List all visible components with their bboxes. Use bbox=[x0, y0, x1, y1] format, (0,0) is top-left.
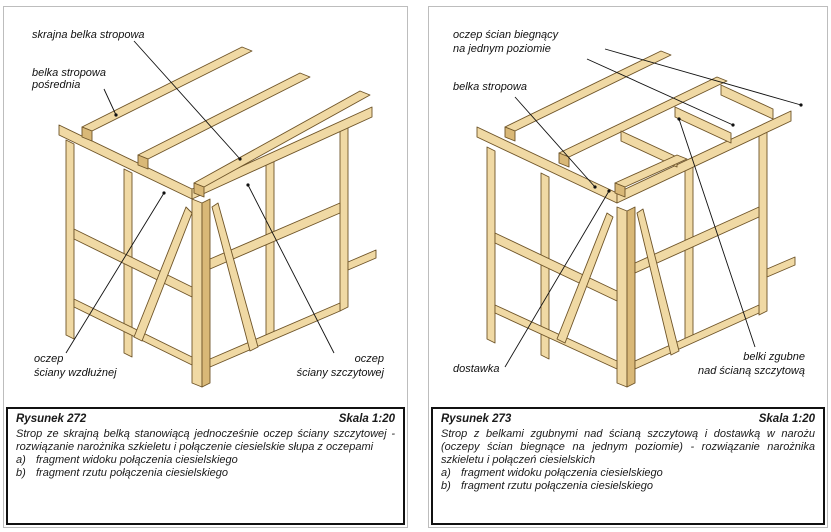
sill bbox=[634, 304, 760, 370]
brace bbox=[636, 208, 680, 356]
long-wall-frame bbox=[486, 146, 636, 388]
label-mid-beam-line-2: pośrednia bbox=[32, 79, 81, 91]
post bbox=[486, 146, 496, 344]
post bbox=[265, 152, 275, 342]
list-marker: a) bbox=[16, 454, 26, 466]
figure-scale: Skala 1:20 bbox=[758, 413, 815, 425]
sill bbox=[73, 298, 193, 366]
list-text: fragment widoku połączenia ciesielskiego bbox=[36, 454, 238, 466]
corner-post-side bbox=[626, 206, 636, 388]
post bbox=[684, 158, 694, 346]
gable-wall-frame bbox=[634, 126, 796, 370]
list-item: a) fragment widoku połączenia ciesielskie… bbox=[16, 454, 395, 467]
post bbox=[65, 139, 75, 340]
figure-number: Rysunek 272 bbox=[16, 413, 87, 425]
brace bbox=[211, 202, 259, 352]
figure-parts-list: a) fragment widoku połączenia ciesielskie… bbox=[441, 467, 815, 493]
figure-description: Strop ze skrajną belką stanowiącą jednoc… bbox=[16, 428, 395, 453]
leader-lines bbox=[504, 48, 803, 368]
gable-wall-plate bbox=[616, 110, 792, 204]
rail bbox=[766, 256, 796, 278]
gable-wall-frame bbox=[209, 120, 377, 368]
list-item: b) fragment rzutu połączenia ciesielskieg… bbox=[16, 467, 395, 480]
trimmer-beam bbox=[620, 130, 678, 168]
figure-panel-273: oczep ścian biegnący na jednym poziomie … bbox=[428, 6, 828, 528]
floor-beam-end bbox=[81, 126, 93, 142]
sill bbox=[209, 302, 341, 368]
figure-scale: Skala 1:20 bbox=[338, 413, 395, 425]
post bbox=[758, 126, 768, 316]
long-wall-frame bbox=[65, 139, 211, 388]
label-wall-plates-line-2: na jednym poziomie bbox=[453, 43, 551, 55]
label-beam: belka stropowa bbox=[453, 81, 527, 93]
label-gable-wall-line-2: ściany szczytowej bbox=[296, 367, 384, 379]
figure-parts-list: a) fragment widoku połączenia ciesielskie… bbox=[16, 454, 395, 480]
label-long-wall-line-1: oczep bbox=[34, 353, 64, 365]
brace bbox=[556, 212, 614, 344]
corner-post-side bbox=[201, 198, 211, 388]
gable-wall-plate bbox=[191, 106, 373, 200]
label-filler: dostawka bbox=[453, 363, 500, 375]
label-mid-beam-line-1: belka stropowa bbox=[32, 67, 106, 79]
floor-beam-end bbox=[558, 152, 570, 168]
figure-description: Strop z belkami zgubnymi nad ścianą szcz… bbox=[441, 428, 815, 466]
sill bbox=[494, 304, 618, 370]
brace bbox=[133, 206, 193, 342]
list-text: fragment widoku połączenia ciesielskiego bbox=[461, 467, 663, 479]
corner-post bbox=[616, 206, 628, 388]
trimmer-beam bbox=[720, 84, 774, 120]
figure-panel-272: skrajna belka stropowa belka stropowa po… bbox=[3, 6, 408, 528]
corner-post bbox=[191, 198, 203, 388]
list-item: a) fragment widoku połączenia ciesielskie… bbox=[441, 467, 815, 480]
label-wall-plates-line-1: oczep ścian biegnący bbox=[453, 29, 559, 41]
list-marker: b) bbox=[16, 467, 26, 479]
rail bbox=[209, 202, 341, 270]
list-marker: b) bbox=[441, 480, 451, 492]
list-item: b) fragment rzutu połączenia ciesielskieg… bbox=[441, 480, 815, 493]
timber-frame-drawing-272 bbox=[58, 40, 377, 388]
ceiling-frame bbox=[58, 46, 373, 200]
label-long-wall-line-2: ściany wzdłużnej bbox=[34, 367, 117, 379]
label-trimmer-line-2: nad ścianą szczytową bbox=[698, 365, 805, 377]
rail bbox=[347, 249, 377, 271]
list-text: fragment rzutu połączenia ciesielskiego bbox=[461, 480, 653, 492]
edge-floor-beam-end bbox=[193, 182, 205, 198]
figure-number: Rysunek 273 bbox=[441, 413, 512, 425]
label-gable-wall-line-1: oczep bbox=[354, 353, 384, 365]
filler-beam-end bbox=[614, 182, 626, 198]
label-trimmer-line-1: belki zgubne bbox=[743, 351, 805, 363]
floor-beam-end bbox=[504, 126, 516, 142]
timber-frame-drawing-273 bbox=[476, 48, 803, 388]
rail bbox=[634, 206, 760, 274]
label-edge-beam: skrajna belka stropowa bbox=[32, 29, 145, 41]
floor-beam-end bbox=[137, 154, 149, 170]
list-text: fragment rzutu połączenia ciesielskiego bbox=[36, 467, 228, 479]
leader-lines bbox=[65, 40, 335, 354]
ceiling-frame bbox=[476, 50, 792, 204]
caption-box-273: Rysunek 273 Skala 1:20 Strop z belkami z… bbox=[431, 407, 825, 525]
caption-box-272: Rysunek 272 Skala 1:20 Strop ze skrajną … bbox=[6, 407, 405, 525]
list-marker: a) bbox=[441, 467, 451, 479]
trimmer-beam bbox=[674, 106, 732, 144]
post bbox=[339, 120, 349, 312]
